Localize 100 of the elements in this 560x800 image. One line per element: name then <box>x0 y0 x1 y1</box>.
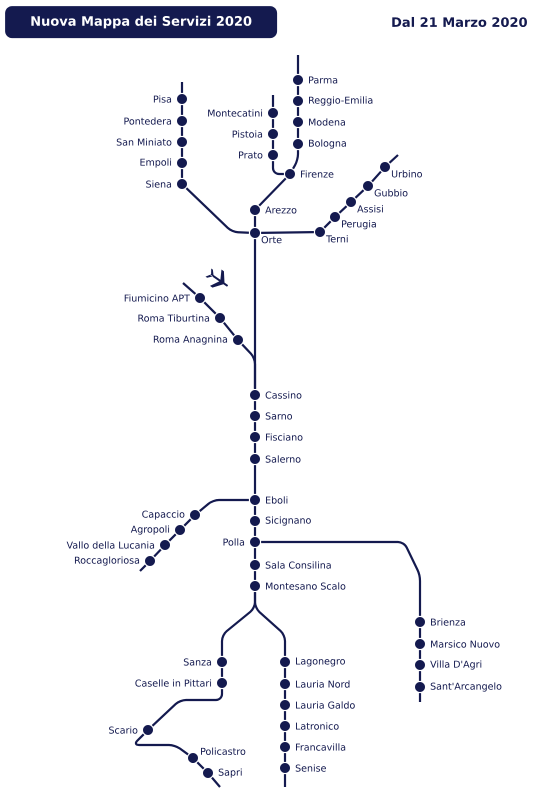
track-line <box>241 344 256 389</box>
track-line <box>180 127 184 136</box>
station-label: Sant'Arcangelo <box>430 682 502 692</box>
station-label: Roma Anagnina <box>154 335 228 345</box>
track-line <box>254 443 256 453</box>
track-line <box>354 189 364 199</box>
station-label: Vallo della Lucania <box>66 541 154 549</box>
track-line <box>418 671 422 681</box>
station-label: Siena <box>146 180 172 188</box>
track-line <box>296 86 300 95</box>
track-line <box>418 628 422 638</box>
track-line <box>254 527 256 536</box>
station-label: Sanza <box>184 658 212 666</box>
station-label: Eboli <box>266 496 288 504</box>
station-label: Agropoli <box>130 525 170 535</box>
station-label: Roma Tiburtina <box>138 314 210 322</box>
track-line <box>186 187 249 234</box>
track-line <box>204 302 216 314</box>
station-label: Roccagloriosa <box>74 556 140 566</box>
track-line <box>324 220 332 228</box>
track-line <box>180 105 184 115</box>
station-label: Lauria Galdo <box>296 701 355 709</box>
station-label: Pontedera <box>124 117 172 125</box>
title-banner: Nuova Mappa dei Servizi 2020 <box>5 6 278 38</box>
station-label: Arezzo <box>265 206 296 214</box>
station-label: Villa D'Agri <box>430 660 482 670</box>
track-line <box>254 216 256 227</box>
track-line <box>296 107 300 116</box>
station-label: Marsico Nuovo <box>431 640 500 648</box>
station-label: Senise <box>296 764 326 772</box>
track-line <box>284 690 286 699</box>
track-line <box>284 668 286 678</box>
track-line <box>168 534 176 542</box>
track-line <box>284 711 286 720</box>
station-label: Orte <box>262 236 282 244</box>
station-label: Francavilla <box>296 743 346 751</box>
track-line <box>180 148 184 157</box>
station-label: Gubbio <box>374 189 408 196</box>
track-line <box>261 231 314 234</box>
track-line <box>254 548 256 559</box>
track-line <box>180 169 184 178</box>
station-label: Lagonegro <box>296 658 345 666</box>
track-line <box>261 540 422 616</box>
station-label: Urbino <box>392 170 422 178</box>
station-label: Perugia <box>342 220 376 230</box>
track-line <box>196 762 204 770</box>
track-line <box>254 571 256 580</box>
track-line <box>272 140 274 149</box>
station-label: Montecatini <box>208 109 262 117</box>
track-line <box>254 465 256 494</box>
station-label: Terni <box>326 235 348 242</box>
track-line <box>292 150 300 170</box>
track-line <box>284 753 286 762</box>
station-label: Brienza <box>431 618 465 626</box>
station-label: Empoli <box>140 158 172 168</box>
track-line <box>418 650 422 659</box>
station-label: Caselle in Pittari <box>135 679 212 687</box>
station-label: Sarno <box>266 412 292 420</box>
station-label: San Miniato <box>116 138 172 146</box>
track-line <box>198 498 249 512</box>
station-label: Polla <box>224 538 244 546</box>
station-label: Cassino <box>266 391 302 399</box>
station-label: Montesano Scalo <box>266 582 346 590</box>
station-label: Fisciano <box>266 433 302 441</box>
station-label: Sicignano <box>266 516 311 526</box>
track-line <box>254 506 256 515</box>
station-label: Fiumicino APT <box>124 294 190 302</box>
track-line <box>134 734 189 756</box>
station-label: Reggio-Emilia <box>309 96 372 106</box>
station-label: Parma <box>309 76 338 84</box>
station-label: Prato <box>239 151 262 159</box>
track-line <box>220 668 224 677</box>
station-label: Pisa <box>154 95 172 103</box>
track-line <box>152 689 224 727</box>
station-label: Capaccio <box>142 510 184 520</box>
track-line <box>223 322 235 336</box>
station-label: Modena <box>309 118 345 126</box>
track-line <box>254 592 286 656</box>
track-line <box>371 170 382 182</box>
track-line <box>184 518 192 526</box>
track-line <box>272 161 284 176</box>
station-label: Sala Consilina <box>266 561 331 569</box>
station-label: Bologna <box>309 139 346 149</box>
station-label: Pistoia <box>232 130 262 138</box>
track-line <box>258 178 287 206</box>
station-label: Firenze <box>301 170 334 178</box>
track-line <box>254 401 256 410</box>
track-line <box>284 732 286 741</box>
station-label: Scario <box>109 726 138 734</box>
station-label: Salerno <box>266 455 300 463</box>
track-line <box>153 548 162 558</box>
station-label: Latronico <box>296 722 339 730</box>
track-line <box>272 119 274 128</box>
station-label: Lauria Nord <box>296 680 350 688</box>
track-line <box>254 422 256 431</box>
date-label: Dal 21 Marzo 2020 <box>392 16 527 28</box>
track-line <box>296 128 300 138</box>
station-label: Sapri <box>218 768 242 778</box>
station-label: Assisi <box>357 205 383 212</box>
track-line <box>338 205 348 214</box>
